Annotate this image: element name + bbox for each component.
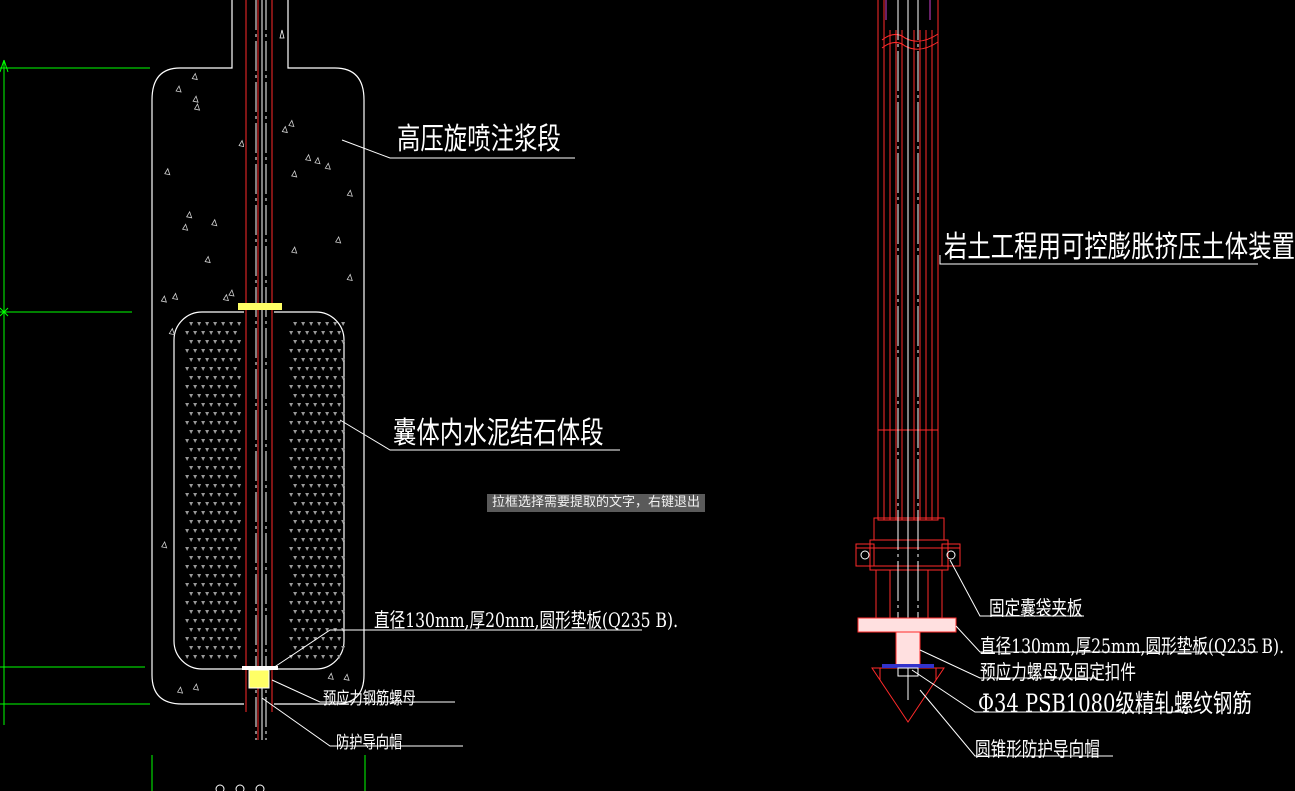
bottom-plate-left (242, 666, 278, 670)
rebar-label: Φ34 PSB1080级精轧螺纹钢筋 (978, 689, 1252, 718)
capsule-section-label: 囊体内水泥结石体段 (393, 416, 604, 451)
cone-cap-label: 圆锥形防护导向帽 (975, 737, 1100, 761)
left-cap-label: 防护导向帽 (336, 733, 403, 753)
right-plate-label: 直径130mm,厚25mm,圆形垫板(Q235 B). (980, 634, 1285, 658)
nut-left (248, 669, 270, 689)
cad-drawing (0, 0, 1258, 791)
grout-section-label: 高压旋喷注浆段 (397, 122, 561, 157)
left-leaders (261, 139, 642, 747)
dimension-lines (0, 59, 366, 791)
capsule-top-plate (238, 303, 282, 310)
left-rod (245, 0, 273, 740)
device-title-label: 岩土工程用可控膨胀挤压土体装置 (944, 230, 1295, 265)
left-plate-label: 直径130mm,厚20mm,圆形垫板(Q235 B). (374, 608, 679, 632)
right-leaders (911, 255, 1258, 757)
left-nut-label: 预应力钢筋螺母 (323, 689, 416, 709)
right-nut (895, 631, 921, 669)
capsule-hatch (185, 322, 346, 659)
right-nut-label: 预应力螺母及固定扣件 (980, 660, 1136, 684)
text-extract-tooltip: 拉框选择需要提取的文字，右键退出 (487, 494, 706, 512)
grout-hatch (160, 72, 353, 694)
clamp-plate-label: 固定囊袋夹板 (989, 596, 1083, 620)
right-round-plate (857, 617, 957, 633)
